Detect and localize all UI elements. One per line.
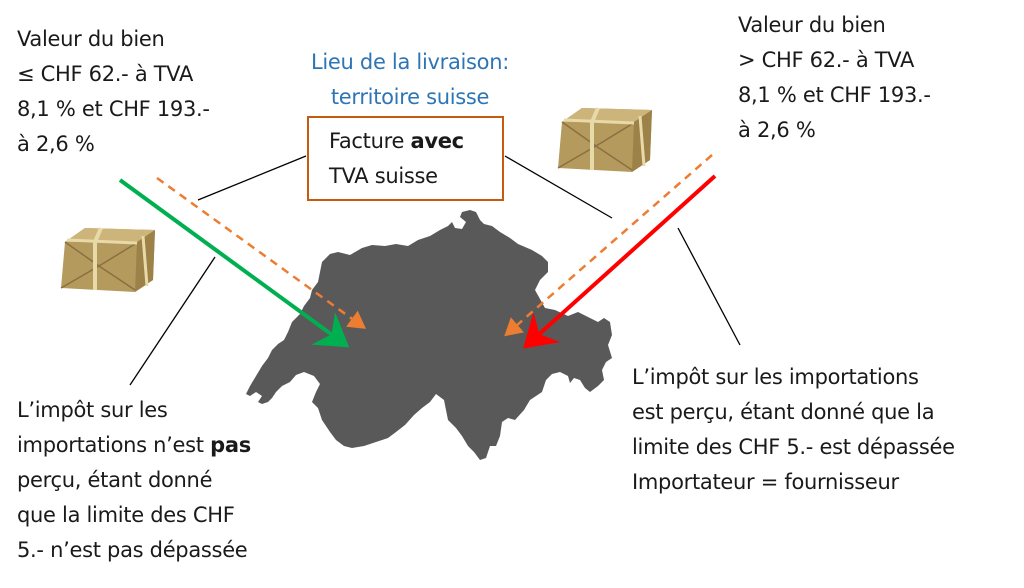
text-fragment: importations n’est	[17, 433, 211, 457]
connector-line	[197, 155, 307, 201]
connector-line	[677, 227, 741, 346]
connector-line	[504, 155, 613, 219]
switzerland-map	[246, 210, 612, 460]
text-line: limite des CHF 5.- est dépassée	[632, 435, 955, 459]
text-line: territoire suisse	[330, 85, 490, 109]
text-line: est perçu, étant donné que la	[632, 400, 935, 424]
text-line: à 2,6 %	[738, 118, 816, 142]
text-line: 8,1 % et CHF 193.-	[738, 83, 931, 107]
text-line: Valeur du bien	[738, 13, 886, 37]
text-line: à 2,6 %	[17, 132, 95, 156]
right-condition-text: Valeur du bien > CHF 62.- à TVA 8,1 % et…	[738, 8, 931, 148]
red-arrow	[523, 174, 717, 349]
parcel-icon	[60, 227, 155, 292]
invoice-line-1: Facture avec	[329, 124, 464, 159]
text-line: 5.- n’est pas dépassée	[17, 538, 248, 562]
emphasis-text: avec	[410, 129, 464, 153]
green-arrow	[118, 178, 350, 348]
text-line: Valeur du bien	[17, 27, 165, 51]
invoice-line-2: TVA suisse	[329, 164, 438, 188]
delivery-place-title: Lieu de la livraison: territoire suisse	[280, 45, 540, 115]
text-line: > CHF 62.- à TVA	[738, 48, 915, 72]
left-outcome-text: L’impôt sur les importations n’est pas p…	[17, 393, 251, 568]
text-line: Importateur = fournisseur	[632, 470, 899, 494]
invoice-box: Facture avec TVA suisse	[307, 116, 504, 201]
text-line: 8,1 % et CHF 193.-	[17, 97, 210, 121]
connector-line	[129, 256, 216, 386]
dashed-arrow-right	[504, 154, 713, 337]
parcel-icon	[557, 107, 652, 172]
dashed-arrow-left	[156, 176, 367, 329]
emphasis-text: pas	[210, 433, 251, 457]
text-line: perçu, étant donné	[17, 468, 213, 492]
text-fragment: Facture	[329, 129, 411, 153]
text-line: importations n’est pas	[17, 428, 251, 463]
text-line: L’impôt sur les importations	[632, 365, 919, 389]
text-line: que la limite des CHF	[17, 503, 235, 527]
text-line: Lieu de la livraison:	[310, 50, 510, 74]
text-line: L’impôt sur les	[17, 398, 168, 422]
right-outcome-text: L’impôt sur les importations est perçu, …	[632, 360, 955, 500]
left-condition-text: Valeur du bien ≤ CHF 62.- à TVA 8,1 % et…	[17, 22, 210, 162]
text-line: ≤ CHF 62.- à TVA	[17, 62, 194, 86]
